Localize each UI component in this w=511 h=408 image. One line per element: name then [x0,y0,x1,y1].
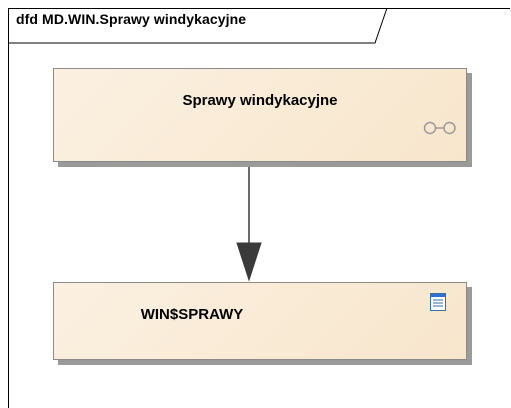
frame-title: dfd MD.WIN.Sprawy windykacyjne [16,11,247,27]
diagram-frame [8,8,510,408]
frame-title-tab [8,8,388,44]
datastore-node-label: WIN$SPRAWY [140,306,244,323]
table-icon [430,293,446,311]
process-node[interactable]: Sprawy windykacyjne [53,68,467,162]
process-node-label: Sprawy windykacyjne [182,92,338,109]
connector-arrow[interactable] [0,0,511,399]
link-icon [423,121,456,135]
datastore-node[interactable]: WIN$SPRAWY [53,282,467,360]
